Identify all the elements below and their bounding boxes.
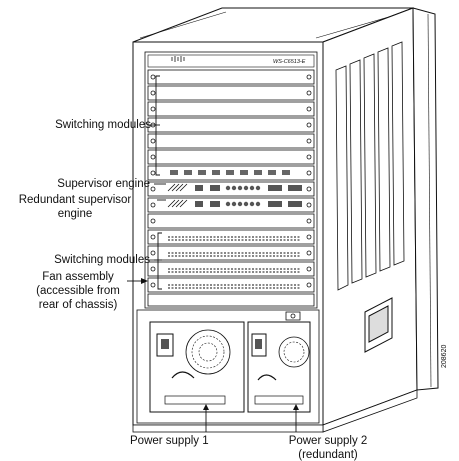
rack-mount-rail [412, 7, 439, 391]
callout-leaders [127, 75, 297, 432]
callout-power-supply-2-line1: Power supply 2 [288, 435, 368, 447]
callout-redundant-supervisor: Redundant supervisor engine [0, 193, 150, 221]
callout-fan-assembly-line1: Fan assembly [42, 271, 114, 283]
cisco-logo [171, 56, 185, 62]
slot-screws [150, 74, 312, 288]
figure-number: 208620 [441, 345, 448, 368]
callout-switching-modules-top: Switching modules [55, 119, 151, 131]
supervisor-ports [195, 185, 302, 207]
callout-fan-assembly-line2: (accessible from [36, 285, 120, 297]
callout-supervisor-engine: Supervisor engine [57, 178, 150, 190]
callout-power-supply-2-line2: (redundant) [298, 449, 358, 461]
fan-tray-latch [285, 311, 301, 321]
side-vents [335, 41, 405, 291]
callout-redundant-supervisor-line1: Redundant supervisor [18, 194, 132, 206]
callout-fan-assembly-line3: rear of chassis) [38, 299, 118, 311]
switching-module-ports [168, 236, 300, 289]
callout-switching-modules-bottom: Switching modules [54, 254, 150, 266]
side-handle [364, 297, 393, 353]
module-slots [147, 69, 315, 307]
callout-redundant-supervisor-line2: engine [57, 208, 93, 220]
power-supply-2 [247, 321, 311, 413]
power-supply-1 [149, 321, 245, 413]
model-label: WS-C6513-E [273, 59, 306, 65]
callout-arrowheads [141, 278, 299, 410]
callout-fan-assembly: Fan assembly (accessible from rear of ch… [26, 270, 130, 312]
callout-power-supply-1: Power supply 1 [130, 435, 209, 447]
callout-power-supply-2: Power supply 2 (redundant) [278, 434, 378, 461]
port-module-ports [170, 170, 290, 175]
